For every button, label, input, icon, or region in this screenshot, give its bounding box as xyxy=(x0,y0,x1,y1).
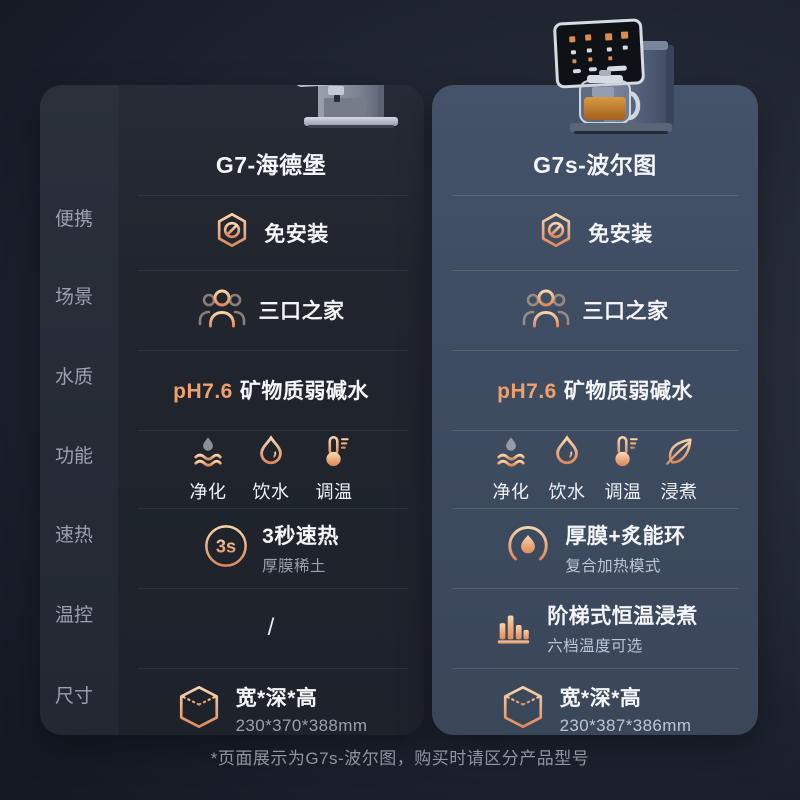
spec-label-size: 尺寸 xyxy=(55,685,94,707)
function-item: 饮水 xyxy=(252,434,290,504)
function-item: 净化 xyxy=(493,435,530,504)
right-row-tempcontrol: 阶梯式恒温浸煮 六档温度可选 xyxy=(432,588,758,668)
left-product-column: G7-海德堡 免安装 xyxy=(118,85,424,735)
right-product-title: G7s-波尔图 xyxy=(533,152,657,178)
spec-label-quickheat: 速热 xyxy=(55,524,94,546)
quickheat-title: 厚膜+炙能环 xyxy=(565,525,686,548)
left-row-water: pH7.6 矿物质弱碱水 xyxy=(118,350,424,430)
cube-dimensions-icon xyxy=(499,683,547,736)
size-title: 宽*深*高 xyxy=(559,687,642,710)
left-row-tempcontrol: / xyxy=(118,588,424,668)
right-row-scene: 三口之家 xyxy=(432,270,758,350)
size-value: 230*387*386mm xyxy=(559,716,692,735)
quickheat-subtitle: 复合加热模式 xyxy=(565,558,661,575)
tempcontrol-title: 阶梯式恒温浸煮 xyxy=(547,605,698,628)
spec-label-portable: 便携 xyxy=(55,209,94,230)
right-product-card-highlighted: G7s-波尔图 免安装 xyxy=(432,18,758,735)
left-row-scene: 三口之家 xyxy=(118,270,424,350)
function-item: 净化 xyxy=(190,435,227,504)
water-drop-icon xyxy=(255,434,287,472)
spec-label-scene: 场景 xyxy=(55,286,94,308)
leaf-icon xyxy=(663,435,695,472)
heating-dial-flame-icon xyxy=(504,522,552,575)
left-row-size: 宽*深*高 230*370*388mm xyxy=(118,668,424,735)
water-ph-value: pH7.6 xyxy=(173,380,233,403)
product-image-g7 xyxy=(284,85,409,137)
spec-label-function: 功能 xyxy=(55,445,94,467)
water-desc: 矿物质弱碱水 xyxy=(563,380,693,403)
left-row-functions: 净化 饮水 xyxy=(118,430,424,508)
temperature-steps-bars-icon xyxy=(492,605,534,652)
function-label: 浸煮 xyxy=(660,481,698,502)
product-image-g7s xyxy=(544,13,689,140)
left-row-quickheat: 3s 3秒速热 厚膜稀土 xyxy=(118,508,424,588)
size-title: 宽*深*高 xyxy=(235,687,318,710)
left-product-title: G7-海德堡 xyxy=(215,152,327,178)
left-row-portable: 免安装 xyxy=(118,195,424,270)
no-install-icon xyxy=(537,211,575,254)
page-footnote: *页面展示为G7s-波尔图，购买时请区分产品型号 xyxy=(210,749,590,768)
scene-value: 三口之家 xyxy=(258,300,345,323)
portable-value: 免安装 xyxy=(264,222,329,246)
function-label: 饮水 xyxy=(252,481,290,502)
right-row-functions: 净化 饮水 xyxy=(432,430,758,508)
function-item: 浸煮 xyxy=(661,435,698,504)
no-install-icon xyxy=(213,211,251,254)
function-label: 调温 xyxy=(604,481,642,502)
function-item: 饮水 xyxy=(548,434,586,504)
thermometer-icon xyxy=(607,435,639,472)
function-label: 净化 xyxy=(492,481,530,502)
function-label: 饮水 xyxy=(548,481,586,502)
left-product-header: G7-海德堡 xyxy=(118,85,424,195)
right-product-header: G7s-波尔图 xyxy=(432,18,758,195)
family-icon xyxy=(198,286,246,335)
water-drop-icon xyxy=(551,434,583,472)
left-product-card: 便携 场景 水质 功能 速热 温控 尺寸 xyxy=(40,85,424,735)
portable-value: 免安装 xyxy=(588,222,653,246)
tempcontrol-empty-value: / xyxy=(267,614,275,641)
quickheat-subtitle: 厚膜稀土 xyxy=(262,558,326,575)
3s-badge-text: 3s xyxy=(216,536,236,556)
right-row-portable: 免安装 xyxy=(432,195,758,270)
spec-label-tempcontrol: 温控 xyxy=(55,604,94,626)
function-label: 调温 xyxy=(315,481,353,502)
quickheat-title: 3秒速热 xyxy=(262,525,339,548)
water-desc: 矿物质弱碱水 xyxy=(239,380,369,403)
thermometer-icon xyxy=(318,435,350,472)
size-value: 230*370*388mm xyxy=(235,716,368,735)
purify-icon xyxy=(191,435,225,472)
cube-dimensions-icon xyxy=(175,683,223,736)
3s-badge-icon: 3s xyxy=(203,523,249,574)
water-ph-value: pH7.6 xyxy=(497,380,557,403)
function-item: 调温 xyxy=(316,435,353,504)
spec-label-column: 便携 场景 水质 功能 速热 温控 尺寸 xyxy=(40,85,118,735)
function-label: 净化 xyxy=(189,481,227,502)
right-row-water: pH7.6 矿物质弱碱水 xyxy=(432,350,758,430)
family-icon xyxy=(522,286,570,335)
right-row-quickheat: 厚膜+炙能环 复合加热模式 xyxy=(432,508,758,588)
spec-label-water: 水质 xyxy=(55,366,94,388)
right-row-size: 宽*深*高 230*387*386mm xyxy=(432,668,758,750)
tempcontrol-subtitle: 六档温度可选 xyxy=(547,638,643,655)
function-item: 调温 xyxy=(605,435,642,504)
purify-icon xyxy=(494,435,528,472)
scene-value: 三口之家 xyxy=(582,300,669,323)
